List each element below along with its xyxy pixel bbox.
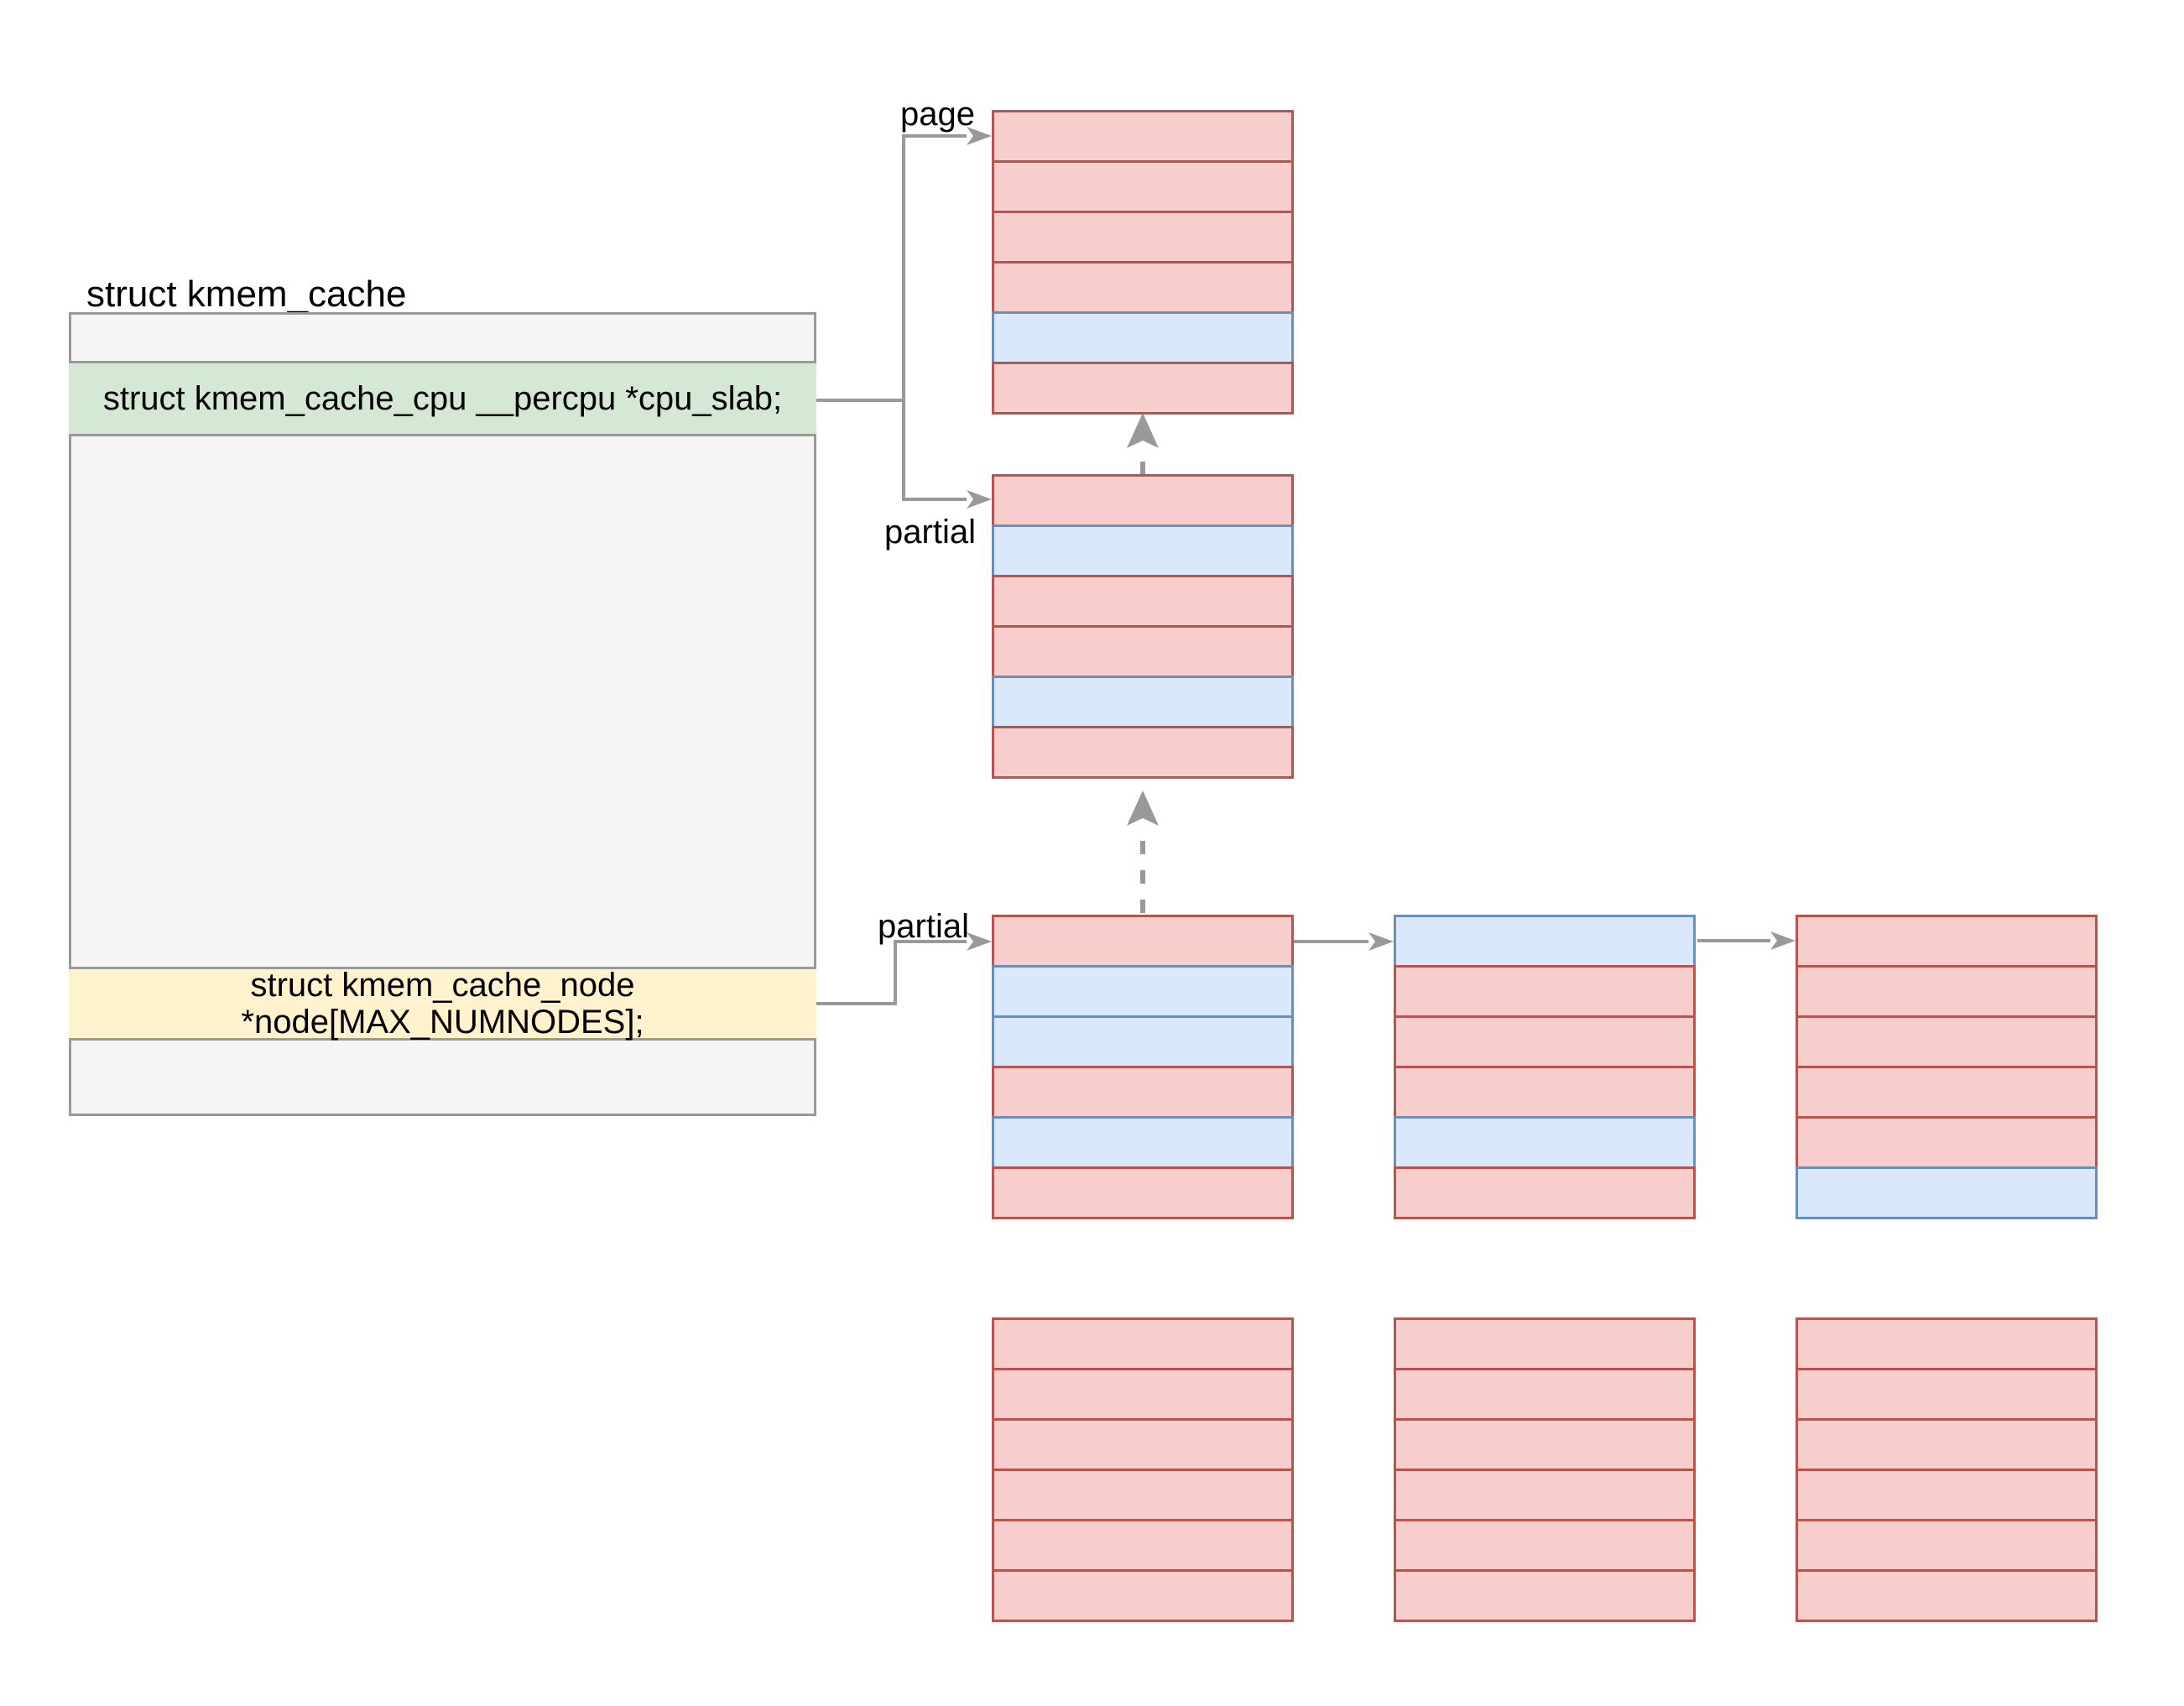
node-partial-slab-3 [1796, 915, 2098, 1219]
cpu-slab-field-text: struct kmem_cache_cpu __percpu *cpu_slab… [102, 380, 783, 417]
slab-object-pink [1394, 1469, 1696, 1519]
cpu-slab-to-page-connector [816, 134, 967, 402]
node-partial-slab-2 [1394, 915, 1696, 1219]
slab-object-pink [1796, 915, 2098, 965]
slab-object-pink [1394, 1519, 1696, 1569]
slab-object-pink [1394, 1317, 1696, 1368]
arrowhead-node-partial [967, 932, 992, 951]
slab-object-pink [992, 211, 1294, 261]
cpu-slab-to-partial-connector [902, 400, 967, 501]
node-array-line1: struct kmem_cache_node [250, 967, 635, 1004]
slab-object-blue [992, 676, 1294, 726]
slab-object-pink [992, 1166, 1294, 1219]
slab-object-pink [1796, 1066, 2098, 1116]
slab-object-pink [992, 1519, 1294, 1569]
node-array-line2: *node[MAX_NUMNODES]; [241, 1004, 644, 1041]
node-partial-edge-label: partial [878, 908, 969, 945]
slab-object-pink [1394, 1066, 1696, 1116]
arrowhead-partial-list-1 [1368, 932, 1394, 951]
cpu-partial-slab [992, 474, 1294, 779]
node-to-partial-connector [816, 940, 967, 1005]
slab-object-pink [1394, 1015, 1696, 1066]
slab-object-blue [992, 1116, 1294, 1166]
slab-object-pink [992, 915, 1294, 965]
slab-object-pink [1796, 1015, 2098, 1066]
slab-object-pink [992, 625, 1294, 676]
slab-object-pink [992, 474, 1294, 524]
slab-object-pink [992, 1569, 1294, 1622]
slab-object-pink [1796, 1116, 2098, 1166]
empty-slab-3 [1796, 1317, 2098, 1622]
slab-object-blue [992, 311, 1294, 362]
slab-object-pink [1394, 1368, 1696, 1418]
slab-object-pink [1394, 965, 1696, 1015]
slab-object-pink [992, 160, 1294, 211]
slab-object-pink [1796, 1368, 2098, 1418]
slab-object-blue [992, 965, 1294, 1015]
dashed-arrowhead-top [1127, 413, 1159, 448]
slab-object-blue [1796, 1166, 2098, 1219]
struct-kmem-cache-title: struct kmem_cache [86, 274, 407, 315]
slab-object-blue [1394, 915, 1696, 965]
struct-kmem-cache-box: struct kmem_cache_cpu __percpu *cpu_slab… [69, 312, 816, 1116]
slab-object-pink [992, 575, 1294, 625]
slab-object-blue [1394, 1116, 1696, 1166]
slab-object-pink [1796, 1469, 2098, 1519]
slab-object-blue [992, 524, 1294, 575]
slab-object-pink [1796, 1569, 2098, 1622]
empty-slab-2 [1394, 1317, 1696, 1622]
slab-object-pink [992, 110, 1294, 160]
slab-object-pink [1394, 1418, 1696, 1469]
slab-object-blue [992, 1015, 1294, 1066]
empty-slab-1 [992, 1317, 1294, 1622]
slab-object-pink [1394, 1166, 1696, 1219]
slab-object-pink [992, 1368, 1294, 1418]
slab-object-pink [992, 1066, 1294, 1116]
arrowhead-partial-list-2 [1770, 931, 1796, 950]
slab-object-pink [992, 1469, 1294, 1519]
slab-object-pink [992, 1317, 1294, 1368]
node-array-field-text: struct kmem_cache_node *node[MAX_NUMNODE… [241, 967, 644, 1041]
page-slab [992, 110, 1294, 415]
slab-object-pink [992, 362, 1294, 415]
slab-object-pink [1394, 1569, 1696, 1622]
slab-object-pink [1796, 965, 2098, 1015]
node-array-field: struct kmem_cache_node *node[MAX_NUMNODE… [69, 967, 816, 1041]
slab-object-pink [1796, 1519, 2098, 1569]
slab-object-pink [992, 726, 1294, 779]
slab-object-pink [1796, 1317, 2098, 1368]
slab-object-pink [992, 1418, 1294, 1469]
dashed-arrowhead-bottom [1127, 790, 1159, 826]
arrowhead-cpu-partial [967, 490, 992, 509]
cpu-partial-edge-label: partial [884, 514, 976, 550]
cpu-slab-field: struct kmem_cache_cpu __percpu *cpu_slab… [69, 361, 816, 436]
page-edge-label: page [900, 96, 975, 133]
node-partial-slab-1 [992, 915, 1294, 1219]
slab-object-pink [992, 261, 1294, 311]
arrowhead-page [967, 127, 992, 145]
slab-object-pink [1796, 1418, 2098, 1469]
